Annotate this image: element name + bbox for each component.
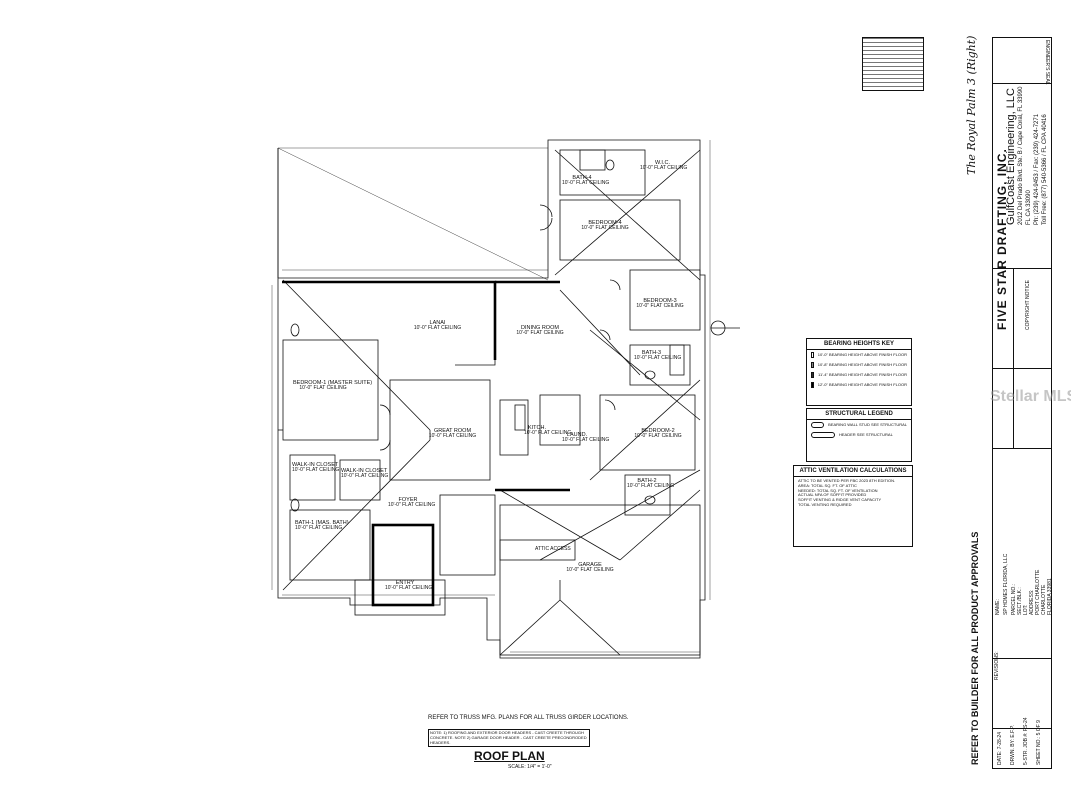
- bearing-key-row: 11'-4" BEARING HEIGHT ABOVE FINISH FLOOR: [807, 370, 911, 380]
- state-value: FLORIDA 33981: [1047, 578, 1053, 615]
- attic-line: NEEDED: TOTAL SQ. FT. OF VENTILATION: [798, 487, 878, 493]
- revisions-label: REVISIONS:: [994, 651, 1000, 680]
- attic-access-label: ATTIC ACCESS: [535, 546, 571, 552]
- attic-title: ATTIC VENTILATION CALCULATIONS: [794, 466, 912, 477]
- attic-line: ATTIC TO BE VENTED PER FBC 2023 8TH EDIT…: [798, 478, 896, 483]
- attic-line: TOTAL VENTING REQUIRED: [798, 501, 852, 507]
- engineering-tollfree: Toll Free: (877) 540-5366 / FL CPA 40416: [1042, 114, 1048, 225]
- structural-legend: STRUCTURAL LEGEND BEARING WALL STUD SEE …: [806, 408, 912, 462]
- drawn-by-field: DRWN. BY: E.F.P.: [1010, 724, 1016, 765]
- bearing-key-title: BEARING HEIGHTS KEY: [807, 339, 911, 350]
- watermark: Stellar MLS: [990, 388, 1071, 405]
- room-label: LAUND.10'-0" FLAT CEILING: [562, 432, 610, 444]
- attic-line: ACTUAL NFA OF SOFFIT PROVIDED: [798, 492, 867, 498]
- room-label: KITCH.10'-0" FLAT CEILING: [524, 425, 572, 437]
- engineers-seal-label: ENGINEER'S SEAL: [1044, 40, 1050, 85]
- copyright-notice: COPYRIGHT NOTICE: [1025, 280, 1031, 330]
- model-name: The Royal Palm 3 (Right): [965, 35, 978, 175]
- title-block: [992, 37, 1052, 769]
- structural-legend-title: STRUCTURAL LEGEND: [807, 409, 911, 420]
- drafting-firm: FIVE STAR DRAFTING, INC.: [995, 148, 1009, 330]
- bearing-key-row: 10'-0" BEARING HEIGHT ABOVE FINISH FLOOR: [807, 350, 911, 360]
- room-label: BATH-1 (MAS. BATH)10'-0" FLAT CEILING: [295, 520, 349, 532]
- engineering-address: 2012 Del Prado Blvd. Ste. B / Cape Coral…: [1018, 86, 1024, 225]
- room-label: W.I.C.10'-0" FLAT CEILING: [640, 160, 688, 172]
- engineering-phone: Ph: (239) 424-9453 / Fax: (239) 424-7271: [1034, 113, 1040, 225]
- plan-title: ROOF PLAN: [474, 749, 545, 763]
- bearing-key-row: 10'-8" BEARING HEIGHT ABOVE FINISH FLOOR: [807, 360, 911, 370]
- room-label: BEDROOM-1 (MASTER SUITE)10'-0" FLAT CEIL…: [293, 380, 373, 392]
- sheet-number-field: SHEET NO.: 5 OF 9: [1036, 720, 1042, 765]
- structural-legend-row: HEADER SEE STRUCTURAL: [807, 430, 911, 440]
- bearing-heights-key: BEARING HEIGHTS KEY 10'-0" BEARING HEIGH…: [806, 338, 912, 406]
- structural-legend-row: BEARING WALL STUD SEE STRUCTURAL: [807, 420, 911, 430]
- attic-ventilation-calculations: ATTIC VENTILATION CALCULATIONS ATTIC TO …: [793, 465, 913, 547]
- engineering-license: FL CA 33090: [1026, 190, 1032, 225]
- name-label: NAME:: [995, 599, 1001, 615]
- attic-line: SOFFIT VENTING & RIDGE VENT CAPACITY: [798, 497, 882, 503]
- general-note-box: [862, 37, 924, 91]
- name-value: SP HOMES FLORIDA, LLC: [1003, 553, 1009, 615]
- attic-line: AREA: TOTAL SQ. FT. OF ATTIC: [798, 482, 857, 488]
- date-field: DATE: 7-28-24: [997, 732, 1003, 765]
- builder-approval-note: REFER TO BUILDER FOR ALL PRODUCT APPROVA…: [970, 531, 980, 765]
- header-note-box: NOTE: 1) ROOFING AND EXTERIOR DOOR HEADE…: [428, 729, 590, 748]
- job-number-field: 5-STR. JOB #: FS-24: [1023, 717, 1029, 765]
- truss-note: REFER TO TRUSS MFG. PLANS FOR ALL TRUSS …: [428, 715, 629, 721]
- plan-scale: SCALE: 1/4" = 1'-0": [508, 764, 552, 770]
- bearing-key-row: 12'-0" BEARING HEIGHT ABOVE FINISH FLOOR: [807, 380, 911, 390]
